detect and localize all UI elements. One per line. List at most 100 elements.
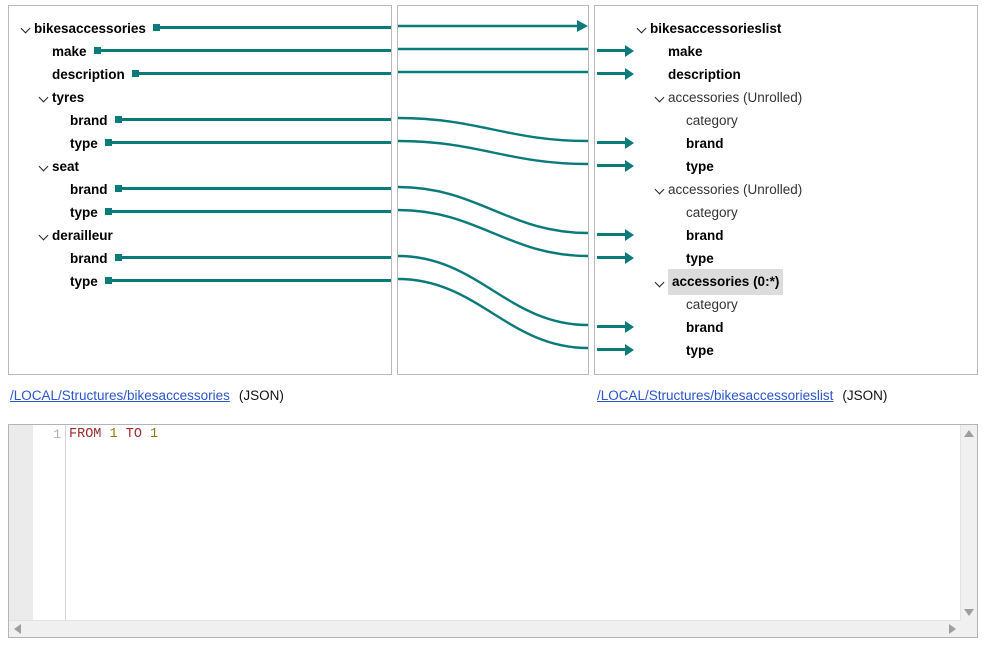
scrollbar-corner [961,621,977,637]
target-tree-row[interactable]: brand [595,223,977,246]
source-tree-row[interactable]: seat [9,154,391,177]
target-tree-row[interactable]: bikesaccessorieslist [595,16,977,39]
target-connector-arrow-icon [625,343,634,356]
source-connector-line [112,210,391,213]
source-path-footer: /LOCAL/Structures/bikesaccessories (JSON) [10,388,284,403]
target-tree-row[interactable]: type [595,338,977,361]
source-connector-line [112,141,391,144]
target-connector-line [597,233,627,236]
source-tree-row[interactable]: type [9,269,391,292]
target-tree-row[interactable]: category [595,292,977,315]
chevron-down-icon[interactable] [655,271,668,294]
target-connector-arrow-icon [625,136,634,149]
target-tree-row[interactable]: brand [595,315,977,338]
target-tree-row[interactable]: type [595,246,977,269]
target-path-footer: /LOCAL/Structures/bikesaccessorieslist (J… [597,388,887,403]
target-tree-row[interactable]: accessories (Unrolled) [595,85,977,108]
mapping-arrow-icon [577,20,588,32]
source-connector-nub[interactable] [94,47,101,54]
source-tree-row[interactable]: type [9,200,391,223]
source-node-label: bikesaccessories [34,20,146,36]
source-connector-nub[interactable] [115,116,122,123]
code-line[interactable]: FROM 1 TO 1 [69,427,158,442]
source-node-label: description [52,66,125,82]
source-connector-nub[interactable] [132,70,139,77]
target-node-label-selected: accessories (0:*) [668,269,784,295]
source-tree-row[interactable]: tyres [9,85,391,108]
chevron-down-icon[interactable] [39,224,52,247]
target-tree-row[interactable]: brand [595,131,977,154]
target-connector-line [597,141,627,144]
source-tree-row[interactable]: brand [9,177,391,200]
target-format-label: (JSON) [842,388,888,403]
source-connector-nub[interactable] [115,185,122,192]
source-connector-nub[interactable] [105,139,112,146]
chevron-down-icon[interactable] [21,17,34,40]
editor-vertical-scrollbar[interactable] [960,425,977,621]
editor-gutter-strip [9,425,33,621]
target-connector-line [597,325,627,328]
chevron-down-icon[interactable] [655,86,668,109]
chevron-down-icon[interactable] [637,17,650,40]
mapping-curve[interactable] [398,277,588,350]
scroll-up-arrow-icon[interactable] [964,430,974,437]
scroll-down-arrow-icon[interactable] [964,609,974,616]
source-connector-line [160,26,391,29]
source-connector-nub[interactable] [115,254,122,261]
code-editor[interactable]: 1 FROM 1 TO 1 [8,424,978,638]
source-tree-row[interactable]: type [9,131,391,154]
target-path-link[interactable]: /LOCAL/Structures/bikesaccessorieslist [597,388,834,403]
editor-horizontal-scrollbar[interactable] [9,620,961,637]
target-tree-row[interactable]: type [595,154,977,177]
chevron-down-icon[interactable] [655,178,668,201]
source-node-label: brand [70,250,108,266]
source-tree-row[interactable]: brand [9,246,391,269]
mapping-curve[interactable] [398,116,588,143]
target-node-label: brand [686,227,724,243]
target-tree-row[interactable]: accessories (0:*) [595,269,977,295]
mapping-curve[interactable] [398,139,588,166]
source-tree-row[interactable]: make [9,39,391,62]
source-connector-line [139,72,391,75]
source-connector-line [122,187,391,190]
scroll-left-arrow-icon[interactable] [14,624,21,634]
mapping-curve[interactable] [398,208,588,258]
source-node-label: type [70,135,98,151]
source-tree-row[interactable]: bikesaccessories [9,16,391,39]
target-tree-row[interactable]: description [595,62,977,85]
chevron-down-icon[interactable] [39,155,52,178]
target-connector-line [597,256,627,259]
scroll-right-arrow-icon[interactable] [949,624,956,634]
mapping-curve[interactable] [398,254,588,327]
code-token-keyword: TO [125,427,142,442]
target-node-label: category [686,296,738,312]
target-connector-line [597,49,627,52]
target-tree-row[interactable]: category [595,200,977,223]
mapping-curves [398,20,588,350]
source-connector-line [122,256,391,259]
target-connector-arrow-icon [625,159,634,172]
mapping-curve[interactable] [398,185,588,235]
target-tree-row[interactable]: make [595,39,977,62]
target-node-label: brand [686,319,724,335]
target-node-label: type [686,250,714,266]
chevron-down-icon[interactable] [39,86,52,109]
target-tree-row[interactable]: accessories (Unrolled) [595,177,977,200]
target-tree-row[interactable]: category [595,108,977,131]
target-node-label: type [686,158,714,174]
source-tree-row[interactable]: description [9,62,391,85]
target-connector-arrow-icon [625,251,634,264]
source-path-link[interactable]: /LOCAL/Structures/bikesaccessories [10,388,230,403]
source-node-label: brand [70,181,108,197]
target-connector-line [597,164,627,167]
source-tree-row[interactable]: brand [9,108,391,131]
source-connector-nub[interactable] [105,277,112,284]
source-connector-nub[interactable] [105,208,112,215]
source-format-label: (JSON) [238,388,284,403]
source-connector-nub[interactable] [153,24,160,31]
source-tree-row[interactable]: derailleur [9,223,391,246]
source-connector-line [122,118,391,121]
code-editor-viewport[interactable]: 1 FROM 1 TO 1 [9,425,961,621]
